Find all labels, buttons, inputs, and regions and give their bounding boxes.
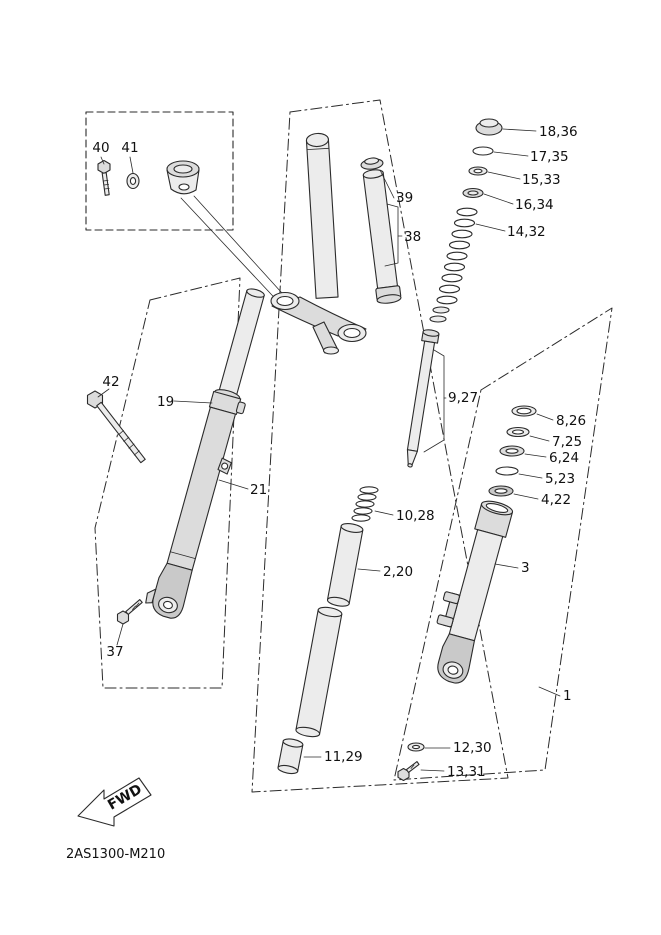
part-label-41: 41 — [121, 140, 138, 156]
leader-line — [116, 623, 124, 646]
leader-line — [475, 223, 506, 232]
fwd-arrow-shape — [77, 777, 152, 827]
damper-rod-9-27 — [406, 306, 450, 468]
slide-bush-8-26 — [511, 405, 537, 417]
clip-5-23 — [495, 466, 519, 476]
part-label-2-20: 2,20 — [383, 564, 413, 580]
part-labels: 40 41 39 38 18,36 17,35 15,33 16,34 14,3… — [92, 124, 586, 780]
drain-bolt-13-31 — [397, 761, 420, 782]
part-label-17-35: 17,35 — [530, 149, 569, 165]
washer-41 — [126, 172, 140, 190]
gasket-12-30 — [407, 742, 425, 752]
dust-seal-4-22 — [488, 485, 514, 497]
leader-line — [374, 510, 394, 516]
spring-seat-16-34 — [462, 187, 484, 199]
leader-line — [493, 151, 529, 157]
inner-tube-38 — [360, 157, 402, 304]
leader-line — [97, 388, 110, 398]
left-fork-leg — [145, 288, 265, 619]
part-label-19: 19 — [157, 394, 174, 410]
leader-line — [518, 473, 543, 479]
outer-tube-3 — [436, 500, 514, 684]
part-label-6-24: 6,24 — [549, 450, 579, 466]
inner-tube-assembled — [305, 132, 339, 299]
left-inner-tube-19 — [217, 290, 265, 399]
part-label-40: 40 — [92, 140, 109, 156]
center-parts-outline — [251, 99, 509, 793]
fork-spring-14-32 — [436, 207, 478, 305]
leader-lines — [97, 128, 561, 772]
part-label-21: 21 — [250, 482, 267, 498]
part-label-4-22: 4,22 — [541, 492, 571, 508]
tube-2-20 — [326, 523, 364, 607]
inset-detail-box — [85, 111, 292, 310]
pinch-bolt-42 — [86, 390, 146, 464]
clip-17-35 — [472, 146, 494, 156]
part-label-5-23: 5,23 — [545, 471, 575, 487]
cylinder-tube — [295, 606, 343, 738]
steering-lower-bracket — [270, 291, 367, 355]
label-38-bracket — [384, 203, 399, 267]
part-label-7-25: 7,25 — [552, 434, 582, 450]
cap-18-36 — [475, 118, 503, 136]
caliper-tab — [442, 591, 460, 605]
rebound-spring-10-28 — [351, 486, 379, 522]
bolt-37 — [116, 599, 143, 625]
leader-line — [483, 193, 514, 205]
leader-line — [357, 568, 381, 572]
leader-line — [193, 195, 292, 304]
leader-line — [379, 169, 395, 199]
part-label-12-30: 12,30 — [453, 740, 492, 756]
leader-line — [502, 128, 537, 132]
drawing-code: 2AS1300-M210 — [66, 847, 165, 862]
caliper-tab — [436, 614, 454, 628]
part-label-3: 3 — [521, 560, 530, 576]
right-assembly-outline — [393, 307, 613, 781]
collar-11-29 — [277, 738, 304, 775]
oil-seal-6-24 — [499, 445, 525, 457]
leader-line — [100, 156, 105, 165]
leader-line — [487, 171, 521, 180]
leader-line — [173, 400, 213, 404]
part-label-38: 38 — [404, 229, 421, 245]
leader-line — [494, 563, 519, 569]
clamp-bolt-40 — [97, 159, 111, 196]
part-label-8-26: 8,26 — [556, 413, 586, 429]
leader-line — [218, 479, 249, 490]
leader-line — [129, 156, 134, 174]
leader-line — [536, 413, 554, 421]
leader-line — [538, 686, 561, 697]
seal-washer-7-25 — [506, 426, 530, 438]
part-label-18-36: 18,36 — [539, 124, 578, 140]
part-label-37: 37 — [106, 644, 123, 660]
leader-line — [524, 453, 547, 458]
part-label-10-28: 10,28 — [396, 508, 435, 524]
part-label-14-32: 14,32 — [507, 224, 546, 240]
part-label-39: 39 — [396, 190, 413, 206]
part-label-16-34: 16,34 — [515, 197, 554, 213]
part-label-11-29: 11,29 — [324, 749, 363, 765]
leader-line — [180, 197, 286, 310]
part-label-1: 1 — [563, 688, 572, 704]
leader-line — [420, 769, 445, 772]
left-outer-tube-21 — [166, 406, 237, 571]
part-label-42: 42 — [102, 374, 119, 390]
leader-line — [513, 493, 539, 500]
part-label-15-33: 15,33 — [522, 172, 561, 188]
fwd-arrow: FWD — [77, 777, 152, 827]
part-label-9-27: 9,27 — [448, 390, 478, 406]
handlebar-clamp-part — [166, 160, 200, 195]
washer-15-33 — [468, 166, 488, 176]
leader-line — [529, 435, 550, 442]
part-label-13-31: 13,31 — [447, 764, 486, 780]
left-fork-assembly-outline — [94, 277, 241, 689]
